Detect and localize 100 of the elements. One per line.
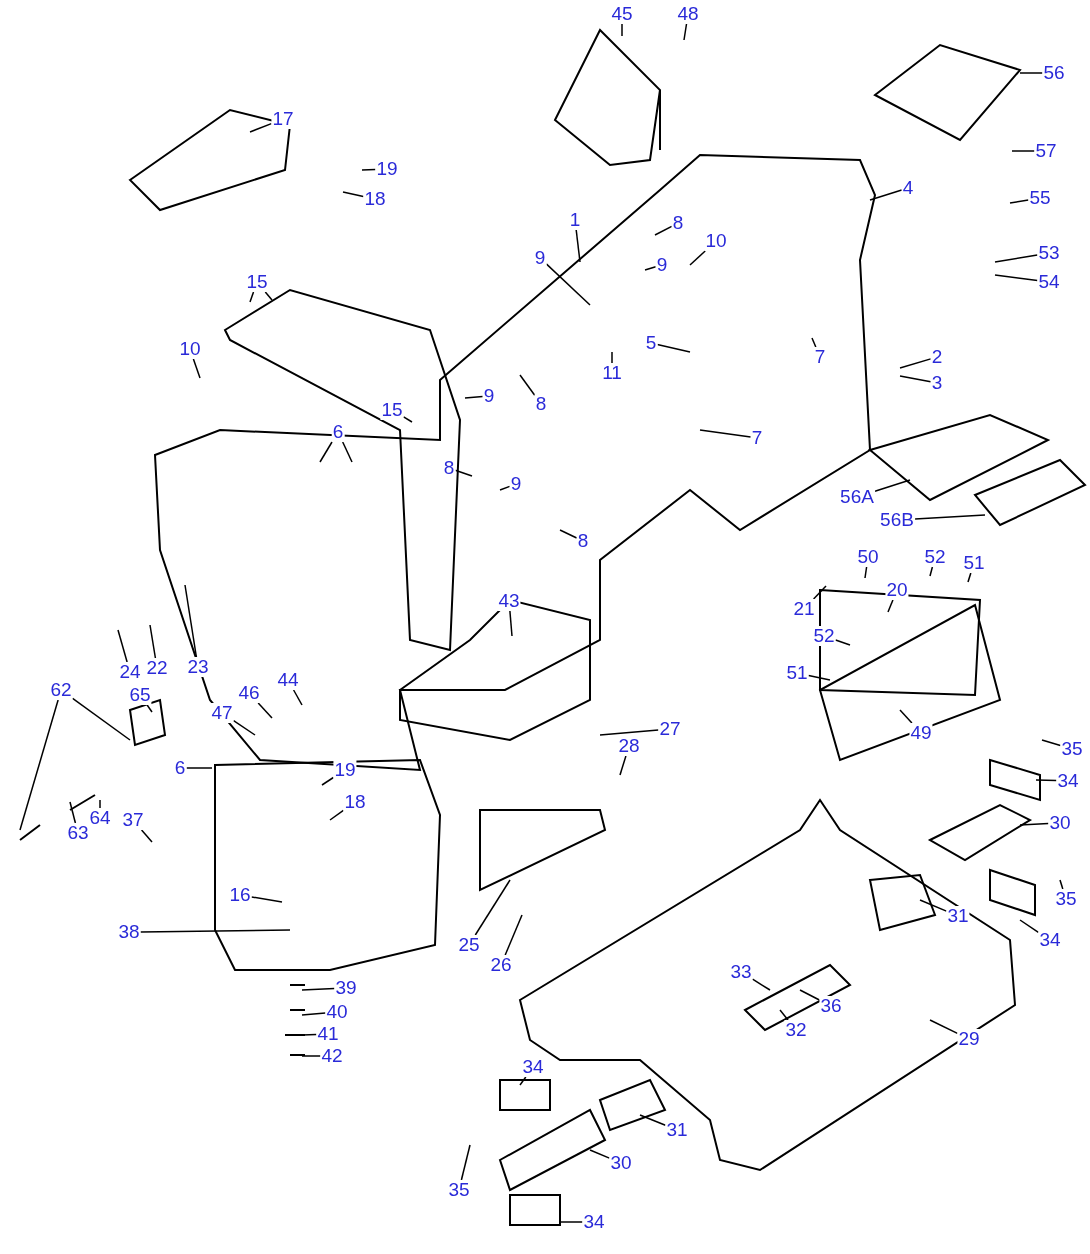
leader-line [799, 989, 821, 1001]
leader-line [140, 829, 153, 843]
leader-line [914, 514, 986, 520]
leader-line [619, 755, 627, 776]
callout-number: 62 [49, 680, 73, 700]
callout-number: 15 [380, 400, 404, 420]
callout-number: 10 [178, 339, 202, 359]
leader-line [232, 719, 256, 736]
callout-number: 44 [276, 670, 300, 690]
leader-line [899, 358, 932, 369]
leader-line [967, 572, 972, 583]
leader-line [69, 801, 77, 824]
callout-number: 9 [533, 248, 547, 268]
leader-line [929, 566, 934, 577]
leader-line [887, 599, 894, 613]
leader-line [599, 729, 660, 736]
leader-line [71, 697, 131, 741]
leader-line [249, 122, 273, 133]
leader-line [301, 1055, 322, 1057]
leader-line [1019, 919, 1040, 934]
leader-line [519, 1076, 527, 1086]
leader-line [341, 441, 353, 463]
leader-line [184, 584, 198, 658]
leader-line [621, 23, 623, 37]
leader-line [683, 23, 688, 41]
callout-number: 47 [210, 703, 234, 723]
leader-line [864, 566, 868, 579]
leader-line [656, 343, 691, 353]
callout-number: 33 [729, 962, 753, 982]
leader-line [929, 1019, 959, 1035]
leader-line [1059, 879, 1064, 890]
callout-number: 43 [497, 591, 521, 611]
leader-line [192, 358, 201, 379]
leader-line [639, 1114, 667, 1127]
leader-line [559, 1221, 584, 1223]
leader-line [99, 799, 101, 809]
leader-line [250, 896, 283, 903]
leader-line [654, 225, 673, 236]
leader-line [1019, 72, 1044, 74]
leader-line [509, 610, 513, 637]
callout-number: 17 [271, 109, 295, 129]
leader-line [402, 416, 413, 423]
leader-line [559, 529, 578, 539]
leader-line [834, 639, 851, 646]
leader-line [611, 351, 613, 364]
leader-line [1035, 779, 1058, 782]
callout-number: 20 [885, 580, 909, 600]
leader-line [329, 809, 345, 821]
leader-line [519, 374, 536, 397]
leader-line [1011, 150, 1036, 152]
callout-number: 19 [333, 760, 357, 780]
leader-line [257, 702, 273, 719]
callout-number: 34 [521, 1057, 545, 1077]
leader-line [19, 699, 59, 831]
leader-line [589, 1149, 611, 1159]
leader-line [699, 429, 752, 438]
leader-line [812, 585, 827, 600]
callout-number: 51 [962, 553, 986, 573]
leader-line [474, 879, 511, 936]
leader-line [899, 375, 932, 383]
leader-line [869, 189, 903, 201]
callout-number: 52 [812, 626, 836, 646]
leader-line [807, 674, 831, 681]
leader-line [751, 978, 771, 991]
leader-line [994, 254, 1039, 263]
leader-line [139, 929, 291, 933]
leader-line [644, 266, 657, 271]
leader-line [301, 987, 336, 991]
callout-number: 23 [186, 657, 210, 677]
leader-line [811, 337, 817, 348]
leader-line [874, 479, 911, 493]
leader-line [1041, 739, 1062, 747]
leader-line [185, 767, 213, 769]
leader-line [264, 291, 273, 301]
callout-number: 10 [704, 231, 728, 251]
leader-line [146, 704, 153, 713]
leader-line [249, 291, 255, 303]
callout-number: 37 [121, 810, 145, 830]
leader-line [342, 191, 365, 198]
leader-line [117, 629, 128, 663]
leader-line [545, 263, 591, 306]
leader-line [919, 899, 948, 912]
leader-line [319, 441, 333, 463]
leader-line [301, 1033, 318, 1036]
leader-line [1009, 199, 1030, 204]
callout-number: 28 [617, 736, 641, 756]
leader-line [361, 168, 377, 171]
callout-number: 52 [923, 547, 947, 567]
leader-line [460, 1144, 471, 1181]
leader-line [504, 914, 523, 956]
leader-line [575, 229, 581, 263]
leader-line [292, 689, 303, 706]
leader-line [994, 274, 1039, 282]
leader-line [321, 776, 335, 786]
leader-line [464, 395, 484, 399]
leader-line [301, 1012, 327, 1016]
callout-number: 18 [343, 792, 367, 812]
leader-line [689, 250, 706, 266]
callout-number: 6 [331, 422, 345, 442]
callout-number: 15 [245, 272, 269, 292]
